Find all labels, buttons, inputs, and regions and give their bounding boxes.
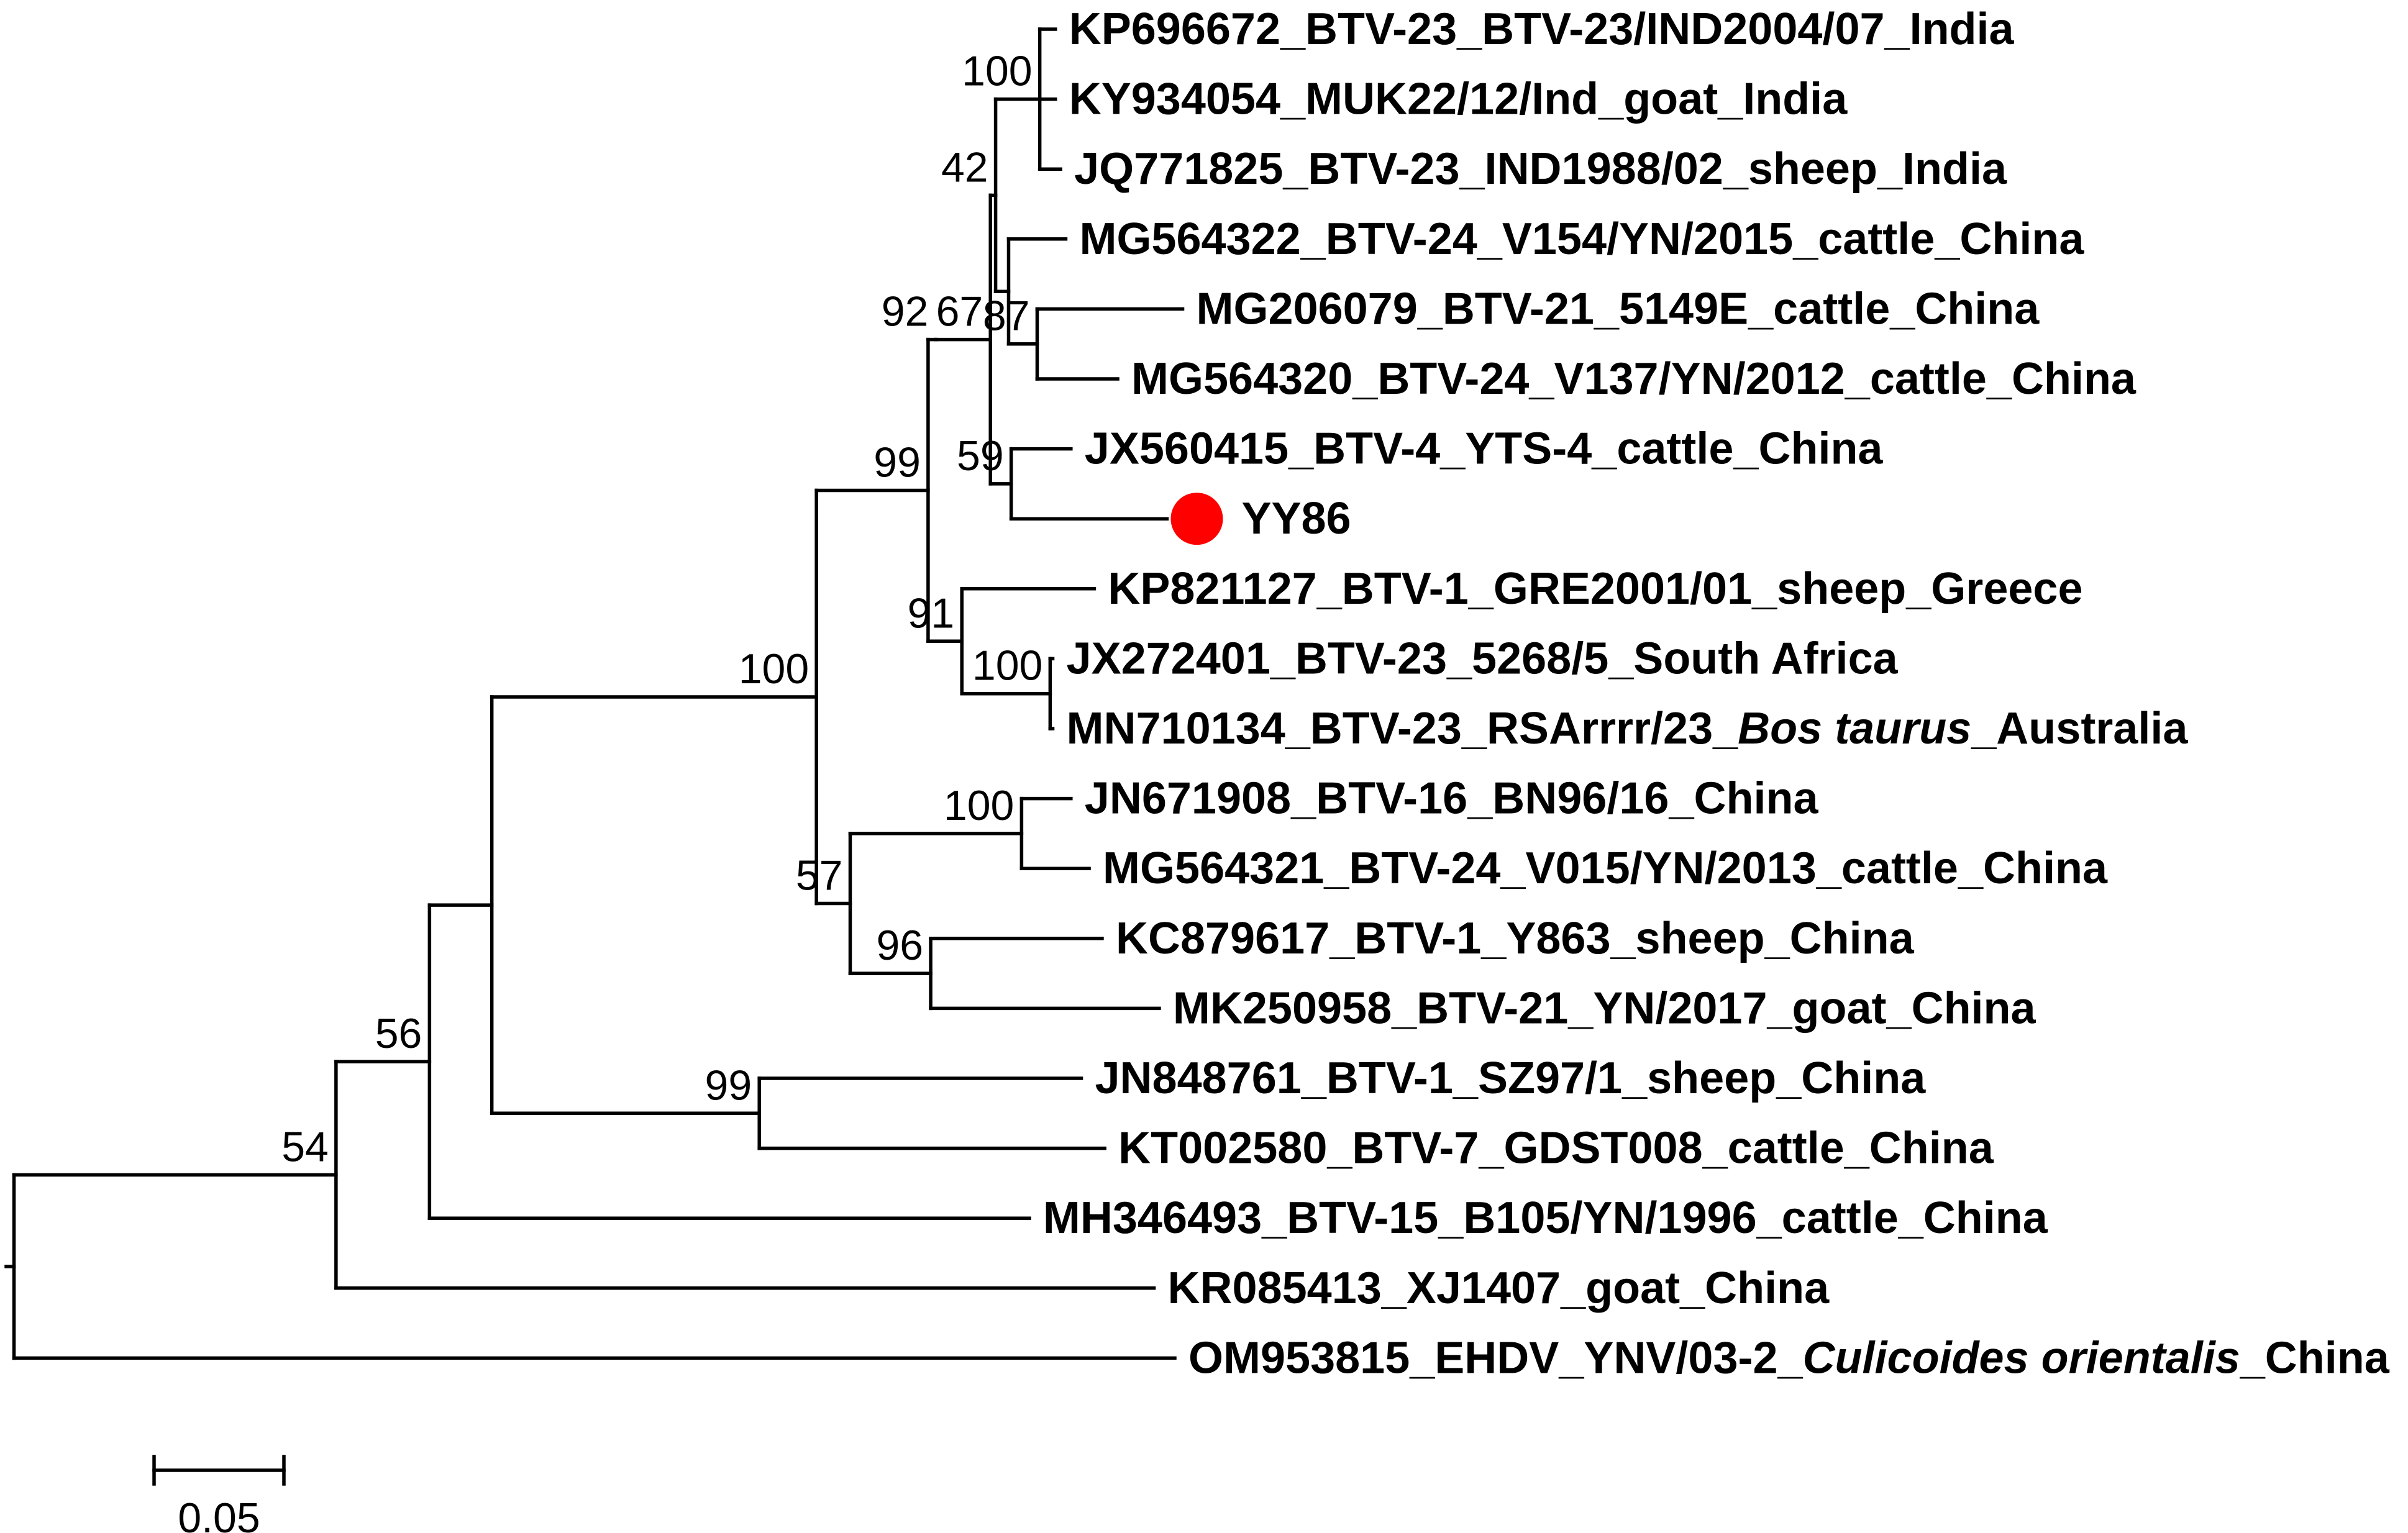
- bootstrap-support-value: 100: [972, 642, 1042, 689]
- leaf-label-mk250958-btv-21-yn-2017-goat-china: MK250958_BTV-21_YN/2017_goat_China: [1173, 983, 2036, 1033]
- bootstrap-support-value: 56: [375, 1010, 422, 1057]
- bootstrap-support-value: 54: [281, 1123, 329, 1170]
- bootstrap-support-value: 100: [962, 48, 1032, 95]
- leaf-label-yy86: YY86: [1241, 494, 1351, 544]
- bootstrap-support-value: 42: [941, 143, 988, 191]
- leaf-label-mn710134-btv-23-rsarrrr-23-bos-taurus-australia: MN710134_BTV-23_RSArrrr/23_Bos taurus_Au…: [1067, 704, 2189, 753]
- leaf-label-part: _Australia: [1971, 704, 2188, 753]
- bootstrap-support-value: 99: [873, 439, 921, 486]
- leaf-label-jx272401-btv-23-5268-5-south-africa: JX272401_BTV-23_5268/5_South Africa: [1067, 634, 1899, 683]
- bootstrap-support-value: 87: [983, 293, 1030, 340]
- leaf-label-part: MN710134_BTV-23_RSArrrr/23_: [1067, 704, 1739, 753]
- bootstrap-support-value: 57: [796, 852, 843, 899]
- scale-bar-label: 0.05: [178, 1494, 260, 1533]
- leaf-label-mh346493-btv-15-b105-yn-1996-cattle-china: MH346493_BTV-15_B105/YN/1996_cattle_Chin…: [1043, 1193, 2048, 1243]
- bootstrap-support-value: 96: [876, 922, 923, 969]
- bootstrap-support-value: 99: [705, 1062, 752, 1109]
- bootstrap-support-value: 91: [908, 589, 955, 637]
- bootstrap-support-value: 100: [944, 782, 1014, 829]
- bootstrap-support-value: 100: [739, 645, 809, 693]
- bootstrap-support-value: 59: [957, 432, 1004, 480]
- scale-bar: 0.05: [152, 1455, 286, 1533]
- bootstrap-support-value: 92: [882, 288, 929, 335]
- leaf-label-kp696672-btv-23-btv-23-ind2004-07-india: KP696672_BTV-23_BTV-23/IND2004/07_India: [1069, 4, 2015, 54]
- leaf-label-mg564322-btv-24-v154-yn-2015-cattle-china: MG564322_BTV-24_V154/YN/2015_cattle_Chin…: [1079, 214, 2084, 264]
- leaf-label-jx560415-btv-4-yts-4-cattle-china: JX560415_BTV-4_YTS-4_cattle_China: [1085, 424, 1884, 474]
- leaf-label-kp821127-btv-1-gre2001-01-sheep-greece: KP821127_BTV-1_GRE2001/01_sheep_Greece: [1108, 564, 2082, 614]
- highlight-marker-icon: [1170, 493, 1223, 545]
- leaf-label-mg206079-btv-21-5149e-cattle-china: MG206079_BTV-21_5149E_cattle_China: [1197, 284, 2040, 334]
- leaf-label-jn848761-btv-1-sz97-1-sheep-china: JN848761_BTV-1_SZ97/1_sheep_China: [1095, 1053, 1927, 1103]
- leaf-label-kt002580-btv-7-gdst008-cattle-china: KT002580_BTV-7_GDST008_cattle_China: [1118, 1124, 1994, 1173]
- tree-branches: [4, 27, 1185, 1360]
- tree-leaf-labels: KP696672_BTV-23_BTV-23/IND2004/07_IndiaK…: [1043, 4, 2390, 1383]
- leaf-label-part: _China: [2240, 1333, 2390, 1383]
- leaf-label-kr085413-xj1407-goat-china: KR085413_XJ1407_goat_China: [1168, 1263, 1830, 1313]
- bootstrap-support-value: 67: [936, 288, 983, 335]
- leaf-label-jn671908-btv-16-bn96-16-china: JN671908_BTV-16_BN96/16_China: [1085, 774, 1819, 824]
- leaf-label-ky934054-muk22-12-ind-goat-india: KY934054_MUK22/12/Ind_goat_India: [1069, 75, 1848, 124]
- leaf-label-mg564321-btv-24-v015-yn-2013-cattle-china: MG564321_BTV-24_V015/YN/2013_cattle_Chin…: [1103, 844, 2108, 893]
- leaf-label-italic-part: Bos taurus: [1738, 704, 1971, 753]
- leaf-label-kc879617-btv-1-y863-sheep-china: KC879617_BTV-1_Y863_sheep_China: [1116, 914, 1915, 963]
- leaf-label-jq771825-btv-23-ind1988-02-sheep-india: JQ771825_BTV-23_IND1988/02_sheep_India: [1074, 144, 2007, 194]
- leaf-label-italic-part: Culicoides orientalis: [1803, 1333, 2240, 1383]
- leaf-label-mg564320-btv-24-v137-yn-2012-cattle-china: MG564320_BTV-24_V137/YN/2012_cattle_Chin…: [1131, 354, 2137, 404]
- leaf-label-om953815-ehdv-ynv-03-2-culicoides-orientalis-china: OM953815_EHDV_YNV/03-2_Culicoides orient…: [1188, 1333, 2390, 1383]
- leaf-label-part: OM953815_EHDV_YNV/03-2_: [1188, 1333, 1804, 1383]
